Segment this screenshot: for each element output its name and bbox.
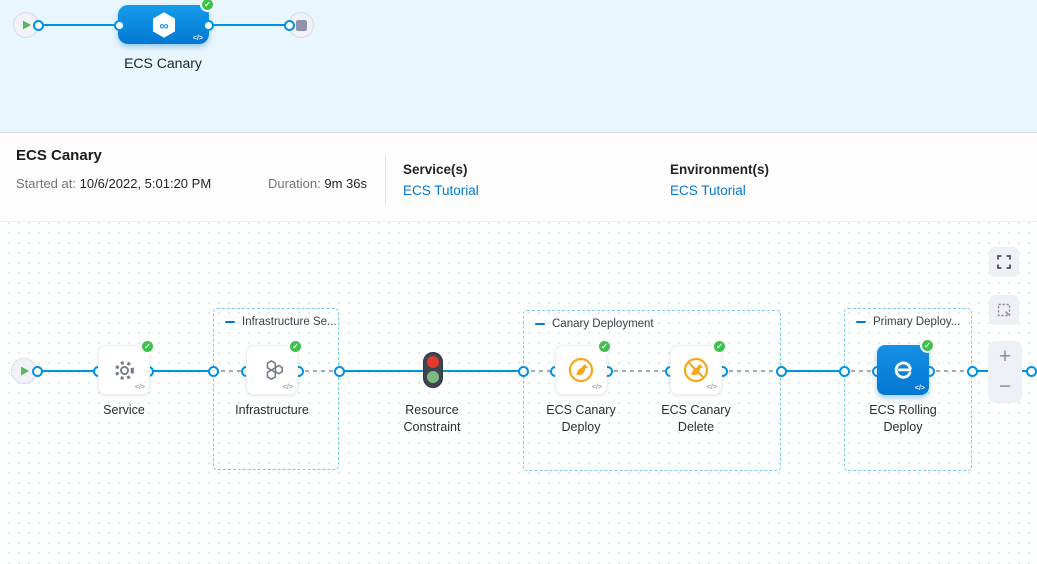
play-icon bbox=[21, 366, 29, 376]
traffic-light-icon bbox=[423, 352, 443, 388]
stage-minimap: ∞ </> ✓ ECS Canary bbox=[0, 0, 1037, 133]
environment-link[interactable]: ECS Tutorial bbox=[670, 183, 746, 198]
collapse-icon[interactable] bbox=[535, 323, 545, 325]
code-glyph: </> bbox=[282, 384, 293, 391]
canary-bird-icon bbox=[568, 357, 594, 383]
collapse-icon[interactable] bbox=[856, 321, 866, 323]
hexagon-cluster-icon bbox=[266, 359, 283, 380]
execution-graph-canvas[interactable]: Infrastructure Se... Canary Deployment P… bbox=[0, 222, 1037, 564]
gear-icon bbox=[114, 360, 134, 380]
code-glyph: </> bbox=[591, 384, 602, 391]
connector-port bbox=[283, 19, 295, 31]
step-label: ECS Canary Delete bbox=[661, 403, 731, 434]
connector-line-dashed bbox=[928, 370, 972, 372]
zoom-controls: + − bbox=[988, 341, 1022, 403]
environments-label: Environment(s) bbox=[670, 162, 770, 177]
group-label: Primary Deploy... bbox=[873, 316, 961, 328]
environments-block: Environment(s) ECS Tutorial bbox=[670, 162, 769, 198]
success-check-icon: ✓ bbox=[920, 338, 935, 353]
group-label: Infrastructure Se... bbox=[242, 316, 337, 328]
step-group-canary-deployment: Canary Deployment bbox=[523, 310, 781, 471]
services-block: Service(s) ECS Tutorial bbox=[403, 162, 479, 198]
connector-line-dashed bbox=[843, 370, 878, 372]
started-at-label: Started at: bbox=[16, 176, 76, 191]
step-node-ecs-canary-delete[interactable]: </> ✓ bbox=[670, 339, 727, 395]
connector-line bbox=[208, 24, 290, 26]
started-at: Started at: 10/6/2022, 5:01:20 PM bbox=[16, 176, 211, 191]
code-glyph: </> bbox=[192, 35, 203, 42]
connector-port bbox=[517, 366, 529, 377]
zoom-out-button[interactable]: − bbox=[998, 375, 1012, 398]
duration: Duration: 9m 36s bbox=[268, 176, 367, 191]
connector-line-dashed bbox=[297, 370, 339, 372]
selection-square-icon bbox=[997, 303, 1011, 317]
divider bbox=[385, 155, 386, 205]
success-check-icon: ✓ bbox=[200, 0, 215, 12]
group-label: Canary Deployment bbox=[552, 318, 654, 330]
connector-line bbox=[780, 370, 845, 372]
started-at-value: 10/6/2022, 5:01:20 PM bbox=[79, 176, 212, 191]
step-label: Infrastructure bbox=[235, 403, 309, 417]
step-group-primary-deployment: Primary Deploy... bbox=[844, 308, 972, 471]
ecs-rolling-icon bbox=[894, 361, 912, 379]
play-icon bbox=[23, 20, 31, 30]
stage-title: ECS Canary bbox=[16, 147, 102, 164]
connector-port bbox=[838, 366, 850, 377]
fullscreen-icon bbox=[997, 255, 1011, 269]
step-node-infrastructure[interactable]: </> ✓ bbox=[246, 339, 303, 395]
connector-port bbox=[207, 366, 219, 377]
connector-line-dashed bbox=[606, 370, 671, 372]
connector-port bbox=[33, 19, 44, 31]
connector-line bbox=[38, 24, 120, 26]
step-group-infrastructure: Infrastructure Se... bbox=[213, 308, 339, 470]
step-node-service[interactable]: </> ✓ bbox=[98, 339, 155, 395]
connector-line bbox=[147, 370, 214, 372]
code-glyph: </> bbox=[914, 385, 925, 392]
connector-line-dashed bbox=[721, 370, 781, 372]
service-link[interactable]: ECS Tutorial bbox=[403, 183, 479, 198]
code-glyph: </> bbox=[134, 384, 145, 391]
connector-line-dashed bbox=[213, 370, 247, 372]
connector-port bbox=[113, 19, 125, 31]
connector-port bbox=[202, 19, 214, 31]
group-header[interactable]: Infrastructure Se... bbox=[225, 316, 337, 328]
execution-summary-bar: ECS Canary Started at: 10/6/2022, 5:01:2… bbox=[0, 134, 1037, 222]
connector-port bbox=[31, 366, 43, 377]
collapse-icon[interactable] bbox=[225, 321, 235, 323]
stage-name-label[interactable]: ECS Canary bbox=[124, 55, 202, 71]
connector-line bbox=[442, 370, 524, 372]
success-check-icon: ✓ bbox=[712, 339, 727, 354]
fullscreen-button[interactable] bbox=[989, 247, 1019, 277]
connector-port bbox=[775, 366, 787, 377]
step-label: Resource Constraint bbox=[403, 403, 461, 434]
step-node-resource-constraint[interactable] bbox=[423, 352, 443, 393]
svg-text:∞: ∞ bbox=[159, 18, 168, 32]
group-header[interactable]: Primary Deploy... bbox=[856, 316, 960, 328]
code-glyph: </> bbox=[706, 384, 717, 391]
connector-line bbox=[338, 370, 424, 372]
cd-pipeline-icon: ∞ bbox=[152, 11, 175, 38]
canary-bird-delete-icon bbox=[683, 357, 709, 383]
success-check-icon: ✓ bbox=[597, 339, 612, 354]
fit-to-screen-button[interactable] bbox=[989, 295, 1019, 325]
connector-port bbox=[333, 366, 345, 377]
zoom-in-button[interactable]: + bbox=[998, 345, 1012, 368]
services-label: Service(s) bbox=[403, 162, 468, 177]
step-node-ecs-canary-deploy[interactable]: </> ✓ bbox=[555, 339, 612, 395]
step-label: ECS Canary Deploy bbox=[546, 403, 616, 434]
group-header[interactable]: Canary Deployment bbox=[535, 318, 654, 330]
success-check-icon: ✓ bbox=[140, 339, 155, 354]
step-node-ecs-rolling-deploy[interactable]: </> ✓ bbox=[877, 338, 935, 395]
success-check-icon: ✓ bbox=[288, 339, 303, 354]
duration-label: Duration: bbox=[268, 176, 321, 191]
connector-port bbox=[966, 366, 978, 377]
step-label: Service bbox=[103, 403, 145, 417]
duration-value: 9m 36s bbox=[324, 176, 368, 191]
stop-icon bbox=[295, 19, 307, 31]
stage-node-ecs-canary[interactable]: ∞ </> ✓ bbox=[118, 0, 215, 44]
connector-line-dashed bbox=[523, 370, 556, 372]
connector-line bbox=[37, 370, 99, 372]
step-label: ECS Rolling Deploy bbox=[869, 403, 937, 434]
connector-port bbox=[1025, 366, 1037, 377]
